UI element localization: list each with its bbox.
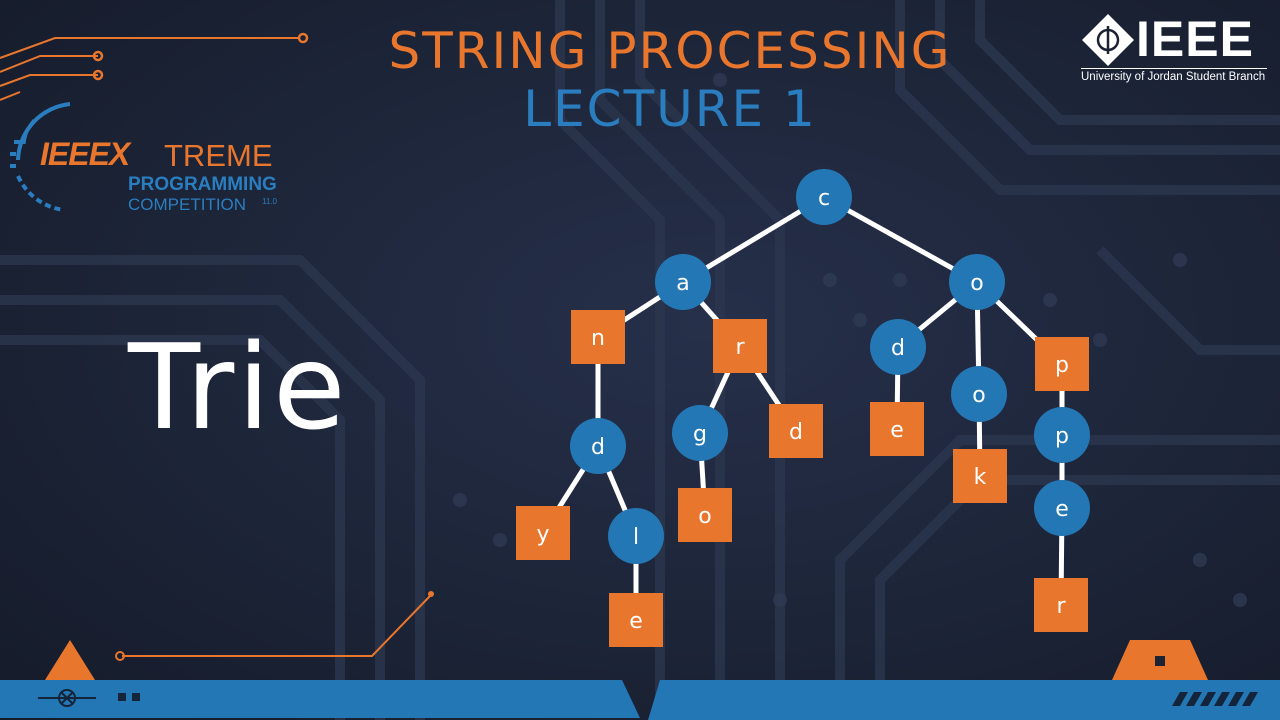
trie-node-label: p: [1055, 424, 1069, 449]
trie-node-circle: o: [951, 366, 1007, 422]
trie-node-terminal: r: [1034, 578, 1088, 632]
trie-node-terminal: y: [516, 506, 570, 560]
xtreme-competition-text: COMPETITION: [128, 195, 247, 214]
trie-node-terminal: d: [769, 404, 823, 458]
trie-node-circle: e: [1034, 480, 1090, 536]
trie-node-label: e: [890, 418, 904, 443]
trie-node-circle: c: [796, 169, 852, 225]
trie-node-label: o: [698, 504, 711, 529]
xtreme-programming-text: PROGRAMMING: [128, 174, 277, 195]
trie-node-label: d: [891, 336, 905, 361]
trie-node-circle: l: [608, 508, 664, 564]
trie-node-label: y: [536, 522, 549, 547]
slide-title: STRING PROCESSING: [388, 22, 952, 80]
trie-node-label: a: [676, 271, 689, 296]
trie-edge: [822, 194, 979, 285]
trie-node-circle: a: [655, 254, 711, 310]
trie-node-label: c: [818, 186, 830, 211]
trie-node-circle: p: [1034, 407, 1090, 463]
xtreme-treme-text: TREME: [164, 138, 273, 173]
trie-node-terminal: e: [870, 402, 924, 456]
trie-node-label: d: [789, 420, 803, 445]
trie-node-label: o: [970, 271, 983, 296]
ieee-wordmark: IEEE: [1136, 11, 1254, 67]
trie-node-label: n: [591, 326, 605, 351]
trie-node-terminal: n: [571, 310, 625, 364]
xtreme-ieee-text: IEEEX: [40, 136, 130, 172]
decor-lines-top-left: [0, 32, 309, 101]
trie-node-label: g: [693, 422, 707, 447]
trie-node-label: p: [1055, 353, 1069, 378]
ieeextreme-logo: [10, 102, 71, 212]
trie-node-label: e: [629, 609, 643, 634]
trie-node-label: l: [633, 525, 639, 550]
trie-node-circle: d: [570, 418, 626, 474]
trie-node-circle: o: [949, 254, 1005, 310]
trie-node-circle: g: [672, 405, 728, 461]
trie-node-label: o: [972, 383, 985, 408]
trie-node-terminal: o: [678, 488, 732, 542]
trie-node-label: r: [1056, 594, 1066, 619]
trie-node-label: d: [591, 435, 605, 460]
trie-node-label: e: [1055, 497, 1069, 522]
trie-nodes: c a o n r d p d g d e o p y l o k e e r: [516, 169, 1090, 647]
trie-node-label: r: [735, 335, 745, 360]
xtreme-version-text: 11.0: [262, 197, 277, 206]
trie-node-circle: d: [870, 319, 926, 375]
trie-node-terminal: k: [953, 449, 1007, 503]
trie-node-terminal: p: [1035, 337, 1089, 391]
slide-subtitle: LECTURE 1: [523, 80, 817, 138]
ieee-diamond-icon: [1082, 14, 1134, 66]
topic-heading: Trie: [128, 318, 349, 456]
trie-node-label: k: [974, 465, 987, 490]
ieee-branch-name: University of Jordan Student Branch: [1081, 68, 1267, 83]
trie-node-terminal: r: [713, 319, 767, 373]
trie-node-terminal: e: [609, 593, 663, 647]
